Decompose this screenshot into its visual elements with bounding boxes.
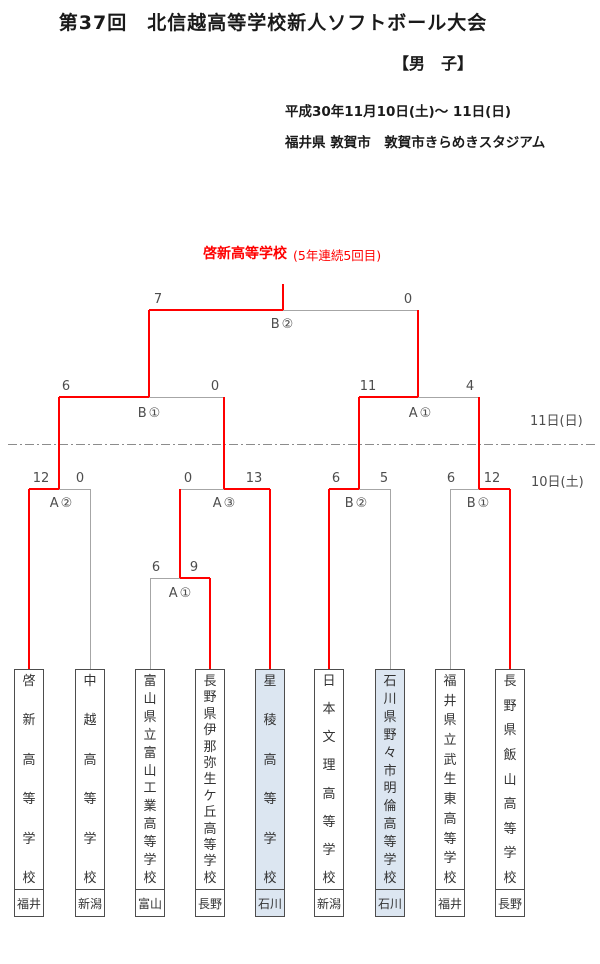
bracket-line-winner	[329, 488, 359, 490]
team-name: 日本文理高等学校	[322, 674, 336, 886]
bracket-line-winner	[180, 577, 210, 579]
bracket-line	[149, 397, 224, 398]
team-box-5: 星稜高等学校石川	[255, 669, 285, 917]
qf-a3-match-label: A③	[212, 496, 238, 511]
final-score-right: 0	[403, 292, 413, 307]
qf-a2-score-right: 0	[75, 471, 85, 486]
day-divider-line	[8, 444, 598, 445]
qf-a3-score-right: 13	[245, 471, 263, 486]
bracket-line-winner	[28, 489, 30, 670]
day1-label: 10日(土)	[531, 475, 584, 490]
bracket-line-winner	[479, 488, 510, 490]
team-name: 石川県野々市明倫高等学校	[383, 674, 397, 886]
team-name: 長野県伊那弥生ケ丘高等学校	[203, 674, 217, 886]
bracket-line-winner	[417, 310, 419, 397]
bracket-line	[418, 397, 479, 398]
bracket-line-winner	[478, 397, 480, 489]
bracket-line	[450, 489, 479, 490]
division-label: 【男 子】	[393, 54, 474, 73]
r1-a1-match-label: A①	[168, 586, 194, 601]
event-dates: 平成30年11月10日(土)～ 11日(日)	[285, 104, 512, 120]
bracket-line	[390, 489, 391, 670]
bracket-line-winner	[179, 489, 181, 578]
bracket-line-winner	[269, 489, 271, 670]
bracket-line-winner	[58, 397, 60, 489]
team-name: 富山県立富山工業高等学校	[143, 674, 157, 886]
team-name: 福井県立武生東高等学校	[443, 674, 457, 886]
bracket-line-winner	[149, 309, 283, 311]
qf-a2-score-left: 12	[32, 471, 50, 486]
bracket-line	[59, 489, 90, 490]
team-box-3: 富山県立富山工業高等学校富山	[135, 669, 165, 917]
r1-a1-score-left: 6	[151, 560, 161, 575]
qf-b2-score-right: 5	[379, 471, 389, 486]
bracket-line	[90, 489, 91, 670]
bracket-line-winner	[358, 397, 360, 489]
final-match-label: B②	[270, 317, 296, 332]
r1-a1-score-right: 9	[189, 560, 199, 575]
team-prefecture: 新潟	[76, 889, 104, 916]
team-prefecture: 石川	[376, 889, 404, 916]
bracket-line-winner	[509, 489, 511, 670]
final-score-left: 7	[153, 292, 163, 307]
bracket-line-winner	[224, 488, 270, 490]
bracket-line	[450, 489, 451, 670]
team-name: 中越高等学校	[83, 674, 97, 886]
bracket-line-winner	[209, 578, 211, 670]
team-prefecture: 長野	[496, 889, 524, 916]
bracket-line-winner	[148, 310, 150, 397]
sf-right-match-label: A①	[408, 406, 434, 421]
sf-left-match-label: B①	[137, 406, 163, 421]
champion-note: (5年連続5回目)	[293, 248, 382, 263]
team-box-7: 石川県野々市明倫高等学校石川	[375, 669, 405, 917]
bracket-line	[150, 578, 180, 579]
champion-name: 啓新高等学校	[203, 246, 287, 262]
team-box-4: 長野県伊那弥生ケ丘高等学校長野	[195, 669, 225, 917]
team-prefecture: 福井	[15, 889, 43, 916]
bracket-line	[359, 489, 390, 490]
sf-left-score-left: 6	[61, 379, 71, 394]
team-prefecture: 富山	[136, 889, 164, 916]
sf-right-score-left: 11	[359, 379, 377, 394]
team-box-1: 啓新高等学校福井	[14, 669, 44, 917]
team-box-9: 長野県飯山高等学校長野	[495, 669, 525, 917]
qf-b2-score-left: 6	[331, 471, 341, 486]
bracket-line-winner	[359, 396, 418, 398]
event-venue: 福井県 敦賀市 敦賀市きらめきスタジアム	[285, 135, 546, 151]
qf-b2-match-label: B②	[344, 496, 370, 511]
bracket-line	[283, 310, 418, 311]
team-name: 星稜高等学校	[263, 674, 277, 886]
team-box-2: 中越高等学校新潟	[75, 669, 105, 917]
sf-left-score-right: 0	[210, 379, 220, 394]
team-box-6: 日本文理高等学校新潟	[314, 669, 344, 917]
bracket-line-winner	[29, 488, 59, 490]
qf-a3-score-left: 0	[183, 471, 193, 486]
team-prefecture: 石川	[256, 889, 284, 916]
team-prefecture: 新潟	[315, 889, 343, 916]
bracket-line-winner	[223, 397, 225, 489]
bracket-line-winner	[59, 396, 149, 398]
team-prefecture: 福井	[436, 889, 464, 916]
team-name: 長野県飯山高等学校	[503, 674, 517, 886]
qf-b1-score-right: 12	[483, 471, 501, 486]
qf-b1-score-left: 6	[446, 471, 456, 486]
bracket-line-winner	[328, 489, 330, 670]
team-box-8: 福井県立武生東高等学校福井	[435, 669, 465, 917]
sf-right-score-right: 4	[465, 379, 475, 394]
page-title: 第37回 北信越高等学校新人ソフトボール大会	[58, 12, 488, 34]
qf-b1-match-label: B①	[466, 496, 492, 511]
bracket-line-winner	[282, 284, 284, 310]
team-prefecture: 長野	[196, 889, 224, 916]
bracket-line	[150, 578, 151, 670]
team-name: 啓新高等学校	[22, 674, 36, 886]
qf-a2-match-label: A②	[49, 496, 75, 511]
day2-label: 11日(日)	[530, 414, 583, 429]
bracket-line	[180, 489, 224, 490]
